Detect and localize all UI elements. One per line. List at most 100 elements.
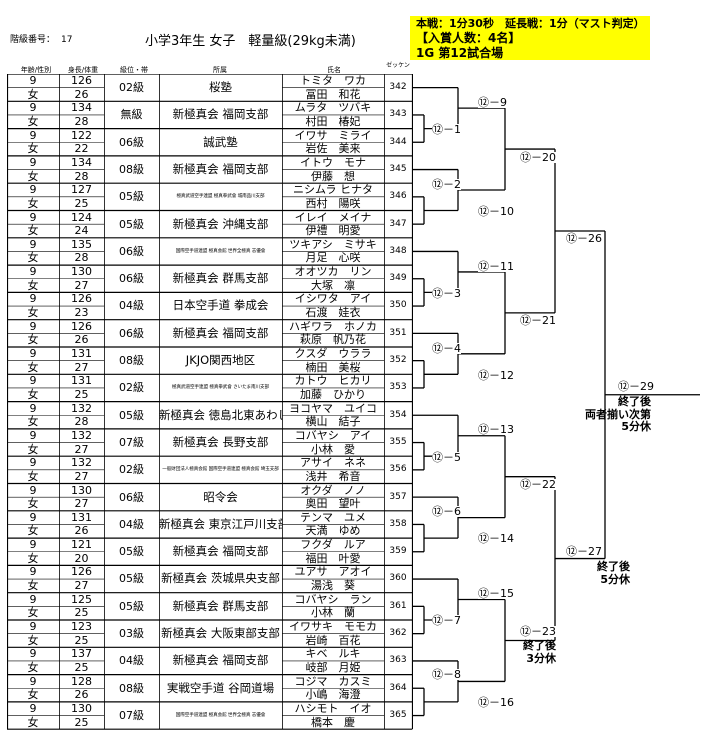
player-name-kana: トミタ ワカ bbox=[300, 74, 366, 87]
player-zekken: 356 bbox=[389, 464, 407, 475]
player-name-kanji: 奥田 望叶 bbox=[305, 497, 361, 511]
player-rank: 06級 bbox=[119, 135, 144, 149]
match-label-14: ⑫－14 bbox=[478, 532, 514, 545]
player-affiliation: 新極真会 群馬支部 bbox=[172, 598, 269, 613]
player-weight: 24 bbox=[74, 224, 89, 238]
player-weight: 27 bbox=[74, 469, 89, 483]
player-name-kanji: 小林 愛 bbox=[311, 442, 355, 456]
player-rank: 02級 bbox=[119, 81, 144, 94]
player-height: 123 bbox=[71, 620, 92, 633]
player-affiliation: 日本空手道 拳成会 bbox=[172, 298, 269, 313]
player-height: 121 bbox=[71, 538, 92, 552]
player-affiliation: 新極真会 福岡支部 bbox=[172, 161, 269, 176]
player-rank: 08級 bbox=[119, 681, 144, 695]
player-name-kanji: 村田 椿妃 bbox=[305, 114, 361, 128]
player-name-kanji: 楠田 美桜 bbox=[305, 360, 361, 374]
player-gender: 女 bbox=[27, 524, 39, 538]
player-weight: 20 bbox=[74, 551, 89, 565]
player-affiliation: 新極真会 群馬支部 bbox=[172, 271, 269, 286]
player-name-kanji: 岩佐 美来 bbox=[305, 142, 361, 156]
player-affiliation: JKJO関西地区 bbox=[185, 353, 256, 367]
bracket-line-42 bbox=[504, 435, 555, 518]
bracket-line-25 bbox=[423, 196, 458, 225]
player-name-kana: ハギワラ ホノカ bbox=[289, 319, 377, 333]
bracket-line-27 bbox=[423, 360, 458, 388]
player-age: 9 bbox=[29, 183, 37, 197]
player-age: 9 bbox=[29, 292, 37, 306]
player-age: 9 bbox=[29, 647, 37, 661]
player-zekken: 359 bbox=[389, 546, 407, 557]
player-rank: 05級 bbox=[119, 545, 144, 559]
player-gender: 女 bbox=[27, 224, 39, 238]
match-label-8: ⑫－8 bbox=[432, 668, 461, 681]
player-affiliation: 一般財団法人極真会館 国際空手道連盟 極真会館 埼玉支部 bbox=[162, 467, 279, 473]
player-height: 134 bbox=[71, 155, 92, 169]
match-label-26: ⑫－26 bbox=[566, 232, 602, 245]
col-header-age-gender: 年齢/性別 bbox=[20, 66, 52, 74]
player-name-kanji: 萩原 帆乃花 bbox=[300, 333, 366, 347]
match-23-note-line1: 終了後 bbox=[523, 639, 556, 652]
player-height: 132 bbox=[71, 401, 92, 415]
page-title: 小学3年生 女子 軽量級(29kg未満) bbox=[145, 34, 356, 49]
player-weight: 26 bbox=[74, 688, 89, 702]
bracket-line-43 bbox=[504, 599, 555, 682]
player-zekken: 360 bbox=[389, 573, 407, 584]
bracket-line-29 bbox=[423, 524, 458, 552]
col-header-affiliation: 所属 bbox=[213, 66, 227, 74]
match-label-9: ⑫－9 bbox=[478, 96, 507, 109]
player-rank: 05級 bbox=[119, 190, 144, 204]
class-number-label: 階級番号：17 bbox=[10, 36, 72, 45]
player-name-kanji: 小林 蘭 bbox=[311, 606, 355, 620]
player-zekken: 354 bbox=[389, 409, 407, 420]
player-rank: 02級 bbox=[119, 463, 144, 477]
player-age: 9 bbox=[29, 565, 37, 579]
player-rank: 05級 bbox=[119, 217, 144, 231]
final-note-line2: 両者揃い次第 bbox=[585, 407, 651, 421]
player-zekken: 362 bbox=[389, 628, 407, 638]
player-zekken: 342 bbox=[389, 82, 407, 92]
player-weight: 25 bbox=[74, 606, 89, 620]
bracket-line-44 bbox=[554, 149, 605, 313]
player-gender: 女 bbox=[27, 606, 39, 620]
player-zekken: 352 bbox=[389, 355, 407, 365]
player-gender: 女 bbox=[27, 469, 39, 483]
player-name-kana: カトウ ヒカリ bbox=[294, 374, 372, 388]
player-zekken: 353 bbox=[389, 382, 407, 393]
match-label-1: ⑫－1 bbox=[432, 123, 461, 136]
player-name-kanji: 浅井 希音 bbox=[305, 469, 361, 483]
bracket-line-38 bbox=[457, 579, 505, 620]
match-23-note-line2: 3分休 bbox=[526, 651, 556, 665]
player-weight: 25 bbox=[74, 633, 89, 647]
player-age: 9 bbox=[29, 401, 37, 415]
player-weight: 27 bbox=[74, 360, 89, 374]
player-zekken: 364 bbox=[389, 682, 407, 693]
player-height: 126 bbox=[71, 565, 92, 579]
bracket-line-45 bbox=[554, 476, 605, 641]
player-name-kana: イシワタ アイ bbox=[294, 292, 372, 306]
match-label-27: ⑫－27 bbox=[566, 545, 602, 558]
player-name-kanji: 岩崎 百花 bbox=[305, 633, 361, 647]
player-rank: 04級 bbox=[119, 517, 144, 531]
player-gender: 女 bbox=[27, 415, 39, 429]
player-rank: 06級 bbox=[119, 326, 144, 340]
player-name-kana: コバヤシ アイ bbox=[294, 428, 372, 442]
match-label-23: ⑫－23 bbox=[520, 625, 556, 638]
player-gender: 女 bbox=[27, 169, 39, 183]
rules-time: 本戦：1分30秒 延長戦：1分（マスト判定） bbox=[416, 17, 645, 30]
player-age: 9 bbox=[29, 128, 37, 142]
player-zekken: 349 bbox=[389, 273, 407, 284]
player-gender: 女 bbox=[27, 387, 39, 401]
player-gender: 女 bbox=[27, 442, 39, 456]
player-height: 128 bbox=[71, 674, 92, 688]
player-name-kana: イワサキ モモカ bbox=[289, 620, 377, 633]
match-label-3: ⑫－3 bbox=[432, 287, 461, 300]
player-age: 9 bbox=[29, 155, 37, 169]
player-height: 124 bbox=[71, 210, 92, 224]
player-zekken: 355 bbox=[389, 436, 407, 447]
player-name-kanji: 伊禮 明愛 bbox=[305, 224, 361, 238]
player-rank: 02級 bbox=[119, 381, 144, 395]
player-name-kanji: 横山 結子 bbox=[305, 415, 361, 429]
player-zekken: 347 bbox=[389, 218, 407, 229]
semifinal-note-line1: 終了後 bbox=[597, 560, 630, 573]
player-name-kana: アサイ ネネ bbox=[300, 456, 366, 470]
